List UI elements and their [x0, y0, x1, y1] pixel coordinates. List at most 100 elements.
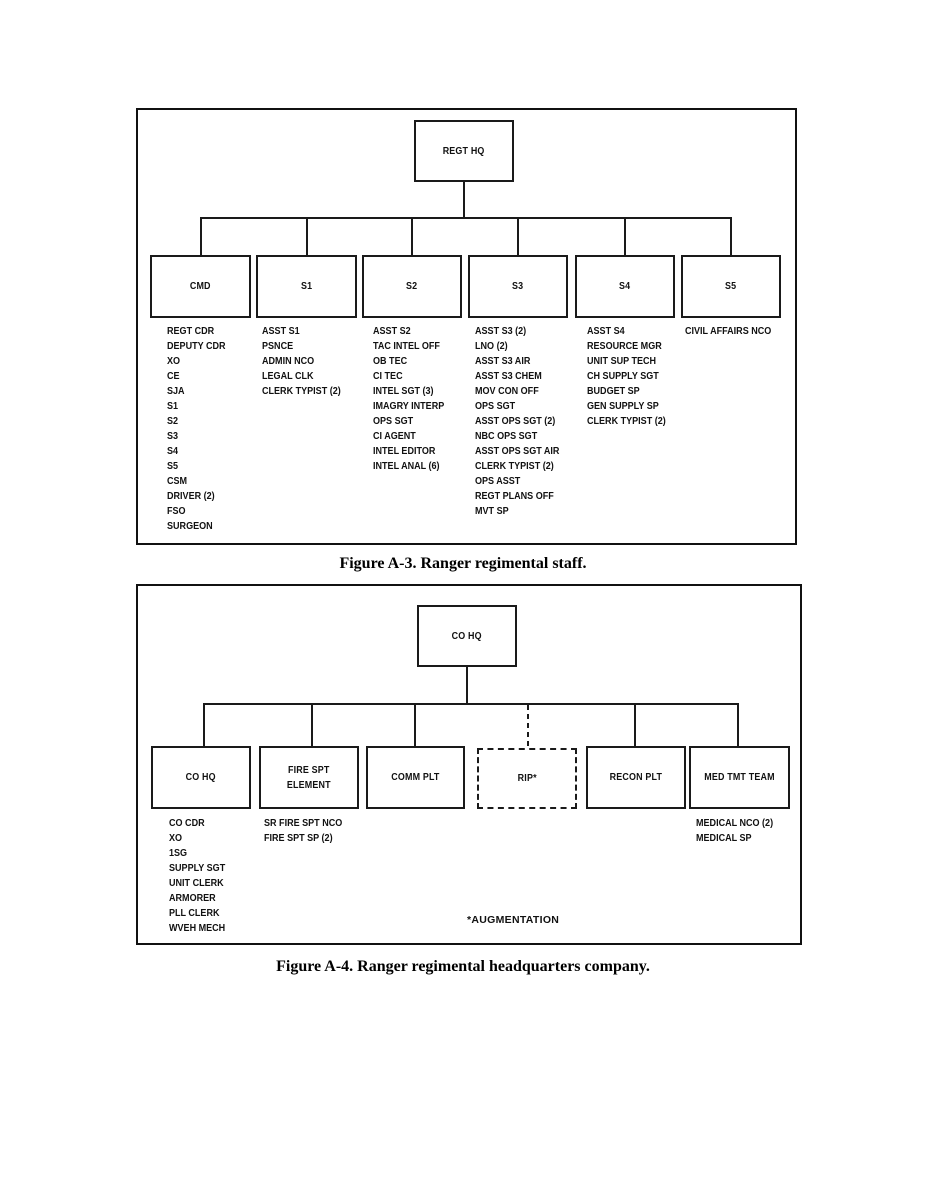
- position-item: 1SG: [169, 847, 188, 859]
- position-item: MEDICAL SP: [696, 832, 752, 844]
- org-box-label: S5: [725, 280, 737, 292]
- position-item: PSNCE: [262, 340, 294, 352]
- org-box-label: CO HQ: [185, 771, 217, 783]
- org-box-label: S2: [406, 280, 418, 292]
- position-item: BUDGET SP: [587, 385, 640, 397]
- connector-line: [737, 703, 739, 747]
- position-item: ADMIN NCO: [262, 355, 315, 367]
- org-box-med-tmt-team: MED TMT TEAM: [689, 746, 790, 809]
- connector-line: [203, 703, 738, 705]
- position-item: CIVIL AFFAIRS NCO: [685, 325, 772, 337]
- org-box-s3: S3: [468, 255, 568, 318]
- position-item: OPS SGT: [475, 400, 516, 412]
- connector-line: [200, 217, 731, 219]
- position-item: SJA: [167, 385, 185, 397]
- org-box-label: MED TMT TEAM: [704, 771, 775, 783]
- position-item: REGT CDR: [167, 325, 215, 337]
- org-box-s5: S5: [681, 255, 781, 318]
- position-list-s1: ASST S1 PSNCE ADMIN NCO LEGAL CLK CLERK TYPI…: [262, 324, 341, 399]
- org-box-fire-spt-element: FIRE SPT ELEMENT: [259, 746, 359, 809]
- position-item: CLERK TYPIST (2): [475, 460, 554, 472]
- position-item: INTEL EDITOR: [373, 445, 436, 457]
- connector-line: [634, 703, 636, 747]
- org-box-s1: S1: [256, 255, 357, 318]
- org-box-s2: S2: [362, 255, 462, 318]
- org-box-s4: S4: [575, 255, 675, 318]
- position-item: FSO: [167, 505, 186, 517]
- position-item: PLL CLERK: [169, 907, 220, 919]
- connector-line: [624, 217, 626, 256]
- connector-line: [730, 217, 732, 256]
- position-item: FIRE SPT SP (2): [264, 832, 333, 844]
- connector-line: [414, 703, 416, 747]
- org-box-label: RECON PLT: [609, 771, 663, 783]
- position-item: LNO (2): [475, 340, 508, 352]
- position-item: INTEL SGT (3): [373, 385, 434, 397]
- connector-line-dashed: [527, 705, 529, 747]
- connector-line: [311, 703, 313, 747]
- org-box-cmd: CMD: [150, 255, 251, 318]
- org-box-recon-plt: RECON PLT: [586, 746, 686, 809]
- org-box-label: CO HQ: [451, 629, 483, 642]
- position-item: CSM: [167, 475, 188, 487]
- connector-line: [463, 182, 465, 219]
- position-item: ARMORER: [169, 892, 216, 904]
- org-box-rip: RIP*: [477, 748, 577, 809]
- position-item: LEGAL CLK: [262, 370, 314, 382]
- org-box-label: CMD: [190, 280, 211, 292]
- connector-line: [411, 217, 413, 256]
- org-box-label: S1: [300, 280, 313, 292]
- connector-line: [517, 217, 519, 256]
- augmentation-footnote: *AUGMENTATION: [467, 914, 560, 926]
- position-item: GEN SUPPLY SP: [587, 400, 659, 412]
- position-item: OPS SGT: [373, 415, 414, 427]
- figure-a4-caption: Figure A-4. Ranger regimental headquarte…: [276, 958, 650, 975]
- position-item: DEPUTY CDR: [167, 340, 226, 352]
- position-item: ASST S3 AIR: [475, 355, 531, 367]
- org-box-comm-plt: COMM PLT: [366, 746, 465, 809]
- position-item: CI TEC: [373, 370, 403, 382]
- position-item: REGT PLANS OFF: [475, 490, 554, 502]
- connector-line: [466, 667, 468, 705]
- position-item: CLERK TYPIST (2): [587, 415, 666, 427]
- position-item: S1: [167, 400, 179, 412]
- position-item: XO: [167, 355, 181, 367]
- org-box-co-hq-root: CO HQ: [417, 605, 517, 667]
- position-item: CE: [167, 370, 180, 382]
- org-box-label: S3: [512, 280, 524, 292]
- org-box-label: FIRE SPT ELEMENT: [287, 763, 331, 791]
- position-item: ASST S3 (2): [475, 325, 527, 337]
- org-box-label: REGT HQ: [443, 144, 485, 157]
- position-item: ASST S1: [262, 325, 300, 337]
- org-box-label: COMM PLT: [391, 771, 440, 783]
- position-item: CI AGENT: [373, 430, 416, 442]
- position-item: IMAGRY INTERP: [373, 400, 445, 412]
- position-item: CLERK TYPIST (2): [262, 385, 341, 397]
- org-box-regt-hq: REGT HQ: [414, 120, 514, 182]
- position-item: ASST OPS SGT (2): [475, 415, 556, 427]
- position-item: ASST S4: [587, 325, 625, 337]
- position-item: TAC INTEL OFF: [373, 340, 440, 352]
- position-item: ASST S2: [373, 325, 411, 337]
- position-item: OPS ASST: [475, 475, 521, 487]
- position-item: SUPPLY SGT: [169, 862, 226, 874]
- position-item: S4: [167, 445, 179, 457]
- position-item: RESOURCE MGR: [587, 340, 662, 352]
- connector-line: [306, 217, 308, 256]
- position-item: UNIT CLERK: [169, 877, 224, 889]
- org-box-co-hq: CO HQ: [151, 746, 251, 809]
- position-item: WVEH MECH: [169, 922, 226, 934]
- position-item: INTEL ANAL (6): [373, 460, 440, 472]
- position-item: NBC OPS SGT: [475, 430, 538, 442]
- org-box-label: S4: [619, 280, 631, 292]
- figure-a3-caption: Figure A-3. Ranger regimental staff.: [339, 555, 587, 572]
- position-item: S2: [167, 415, 179, 427]
- position-item: S5: [167, 460, 179, 472]
- position-list-s5: CIVIL AFFAIRS NCO: [685, 324, 771, 339]
- position-item: SURGEON: [167, 520, 213, 532]
